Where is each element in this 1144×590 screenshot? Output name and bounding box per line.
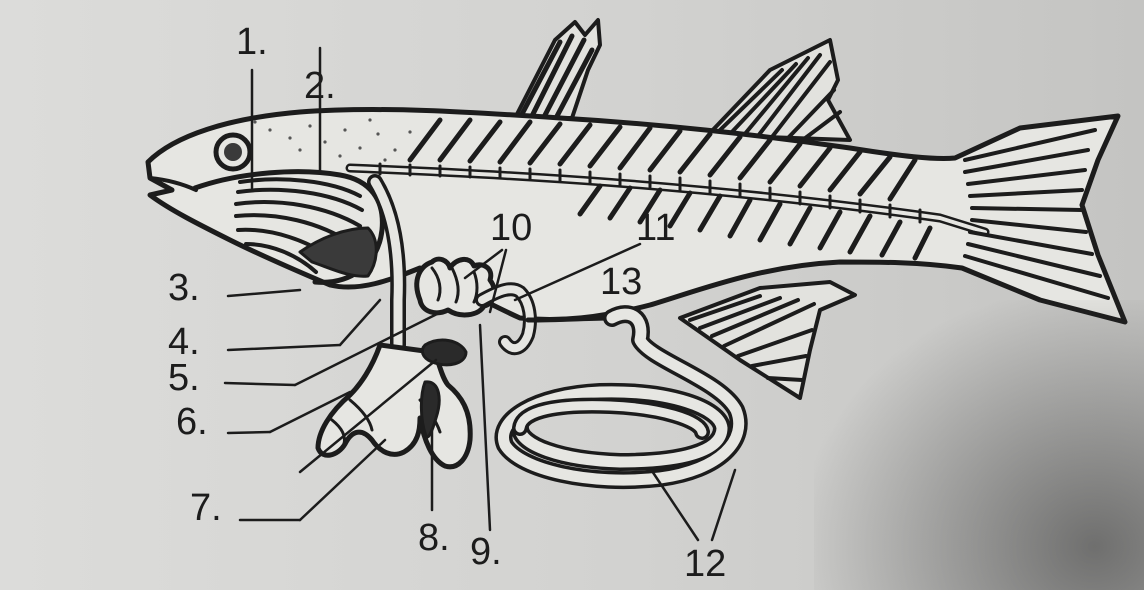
label-2: 2. [304,66,336,106]
leader-3 [228,290,300,296]
label-1: 1. [236,22,268,62]
label-11: 11 [636,208,675,248]
label-3: 3. [168,268,200,308]
label-4: 4. [168,322,200,362]
leader-4 [228,345,340,350]
leader-9 [480,325,490,530]
leader-12b [712,470,735,540]
label-6: 6. [176,402,208,442]
eye-pupil [224,143,242,161]
label-8: 8. [418,518,450,558]
label-13: 13 [600,262,642,302]
leader-6 [228,432,270,433]
leader-7b [300,440,385,520]
intestine-connector [528,318,612,320]
leader-4b [340,300,380,345]
intestine-coil [503,314,738,480]
label-12: 12 [684,544,726,584]
label-7: 7. [190,488,222,528]
label-10: 10 [490,208,532,248]
label-9: 9. [470,532,502,572]
gall-bladder [422,340,466,365]
leader-5 [225,383,295,385]
label-5: 5. [168,358,200,398]
